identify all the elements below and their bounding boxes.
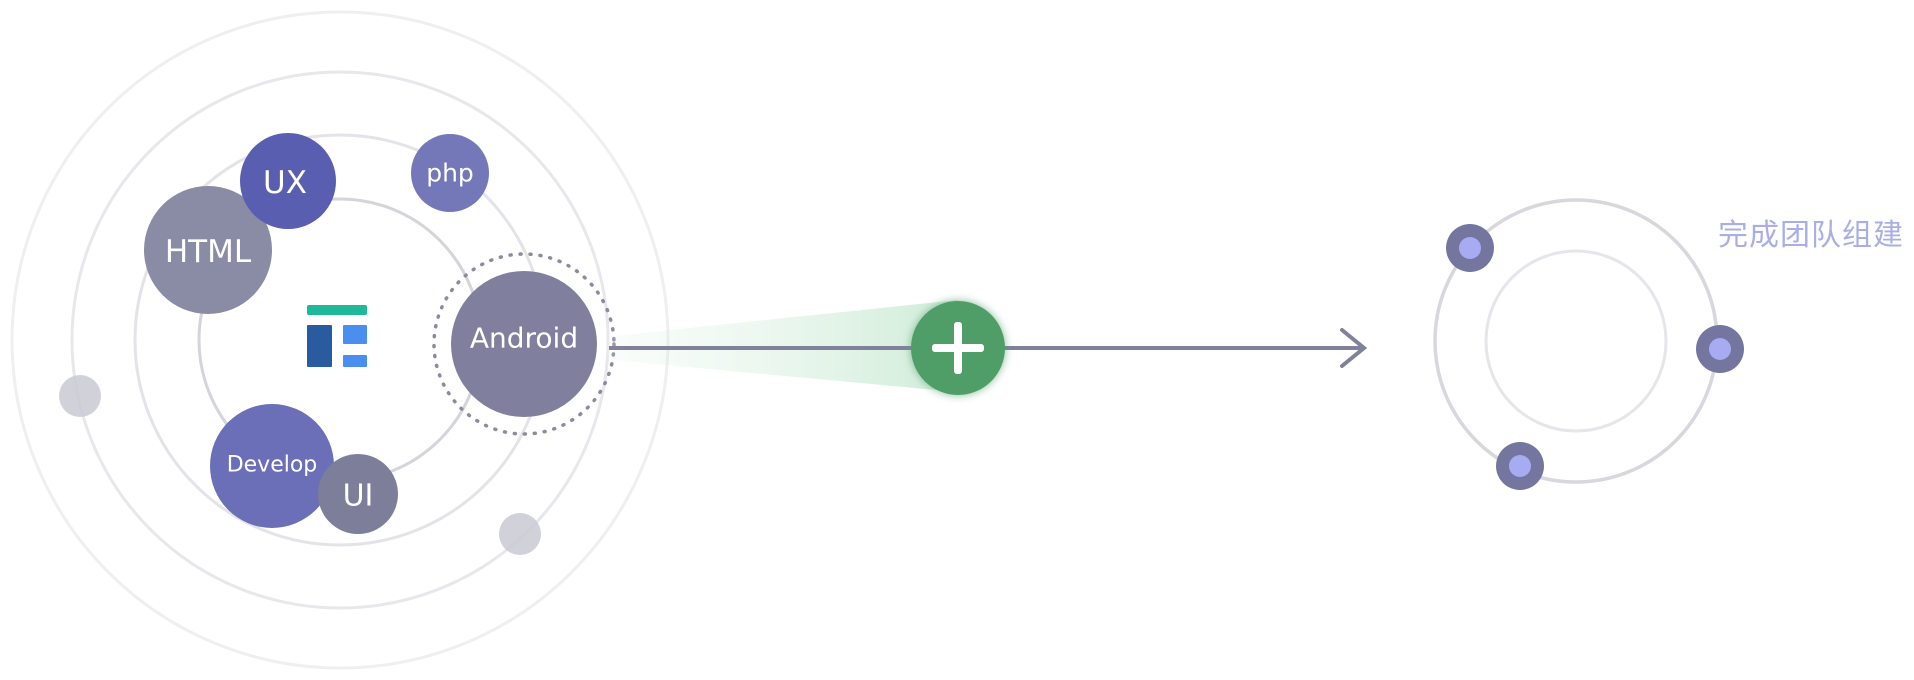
skill-bubble-develop: Develop bbox=[210, 404, 334, 528]
skill-label-php: php bbox=[426, 159, 474, 188]
plus-icon bbox=[932, 322, 984, 374]
skill-label-html: HTML bbox=[165, 234, 252, 270]
skill-bubble-ui: UI bbox=[318, 454, 398, 534]
team-member-node-top bbox=[1446, 224, 1494, 272]
team-member-node-right bbox=[1696, 325, 1744, 373]
satellite-dot-bottom bbox=[499, 513, 541, 555]
result-team-orbit bbox=[1433, 198, 1744, 490]
skill-bubble-android: Android bbox=[451, 271, 597, 417]
skill-label-ui: UI bbox=[343, 479, 374, 514]
skill-label-android: Android bbox=[470, 322, 578, 355]
result-ring-inner bbox=[1484, 249, 1668, 433]
skill-bubble-ux: UX bbox=[240, 133, 336, 229]
team-logo-icon bbox=[307, 305, 367, 367]
team-member-node-bottom bbox=[1496, 442, 1544, 490]
skill-label-ux: UX bbox=[263, 165, 307, 201]
result-label: 完成团队组建 bbox=[1718, 218, 1904, 253]
orbit-ring-large bbox=[70, 70, 610, 610]
skill-bubble-php: php bbox=[411, 134, 489, 212]
skill-label-develop: Develop bbox=[227, 453, 318, 478]
satellite-dot-left bbox=[59, 375, 101, 417]
skill-bubble-html: HTML bbox=[144, 186, 272, 314]
add-button[interactable] bbox=[910, 300, 1006, 396]
arrow-head-icon bbox=[1340, 328, 1368, 368]
